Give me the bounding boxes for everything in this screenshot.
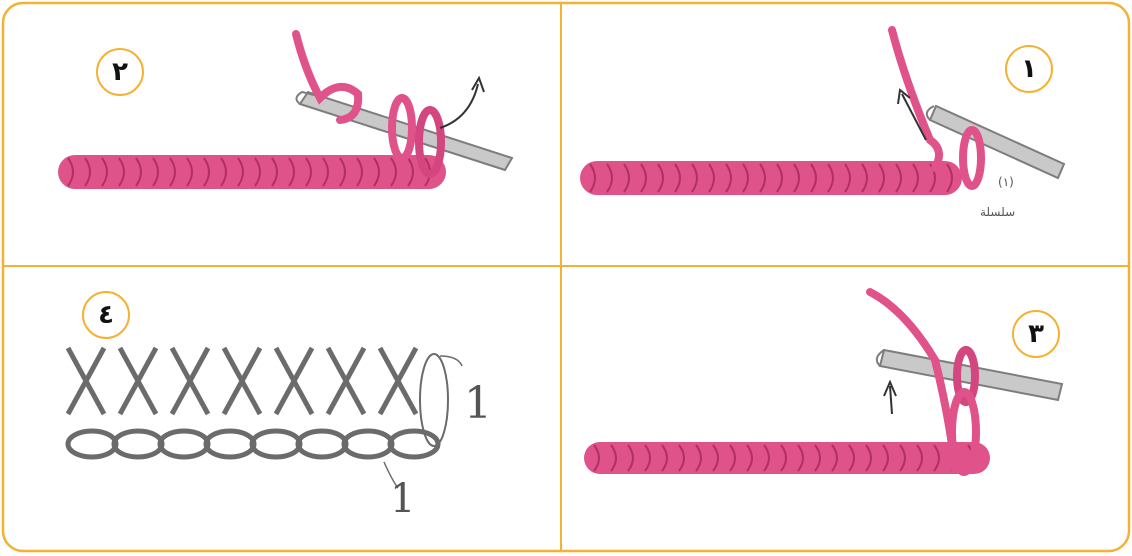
- step-badge-4: ٤: [82, 291, 130, 339]
- stitch-width-label: 1: [390, 476, 415, 522]
- svg-text:(١): (١): [998, 175, 1014, 189]
- chain-oval: [68, 431, 116, 457]
- yarn-chain-body: [580, 161, 962, 195]
- arrow-icon: [890, 386, 892, 414]
- stitch-x-symbols: [68, 348, 416, 414]
- panel-step-3: [584, 292, 1062, 474]
- yarn-chain: [58, 155, 446, 189]
- stitch-x: [172, 348, 208, 414]
- step-badge-1: ١: [1005, 45, 1053, 93]
- stitch-x: [328, 348, 364, 414]
- stitch-x: [380, 348, 416, 414]
- chain-oval: [252, 431, 300, 457]
- yarn-chain-body: [58, 155, 446, 189]
- chain-oval: [114, 431, 162, 457]
- turning-chain-oval: [420, 354, 448, 446]
- stitch-x: [120, 348, 156, 414]
- stitch-x: [224, 348, 260, 414]
- yarn-chain: [580, 161, 962, 195]
- panel-step-1: (١) سلسلة: [580, 30, 1064, 219]
- chain-oval: [160, 431, 208, 457]
- step-badge-2: ٢: [96, 48, 144, 96]
- svg-text:سلسلة: سلسلة: [980, 205, 1015, 219]
- yarn-chain: [584, 442, 990, 474]
- row-height-label: 1: [464, 378, 492, 429]
- stitch-x: [68, 348, 104, 414]
- stitch-x: [276, 348, 312, 414]
- panel-step-4: [68, 348, 462, 488]
- step-badge-3: ٣: [1012, 310, 1060, 358]
- chain-oval: [344, 431, 392, 457]
- chain-oval: [206, 431, 254, 457]
- arrow-icon: [440, 84, 478, 128]
- chain-oval: [298, 431, 346, 457]
- chain-oval-symbols: [68, 431, 438, 457]
